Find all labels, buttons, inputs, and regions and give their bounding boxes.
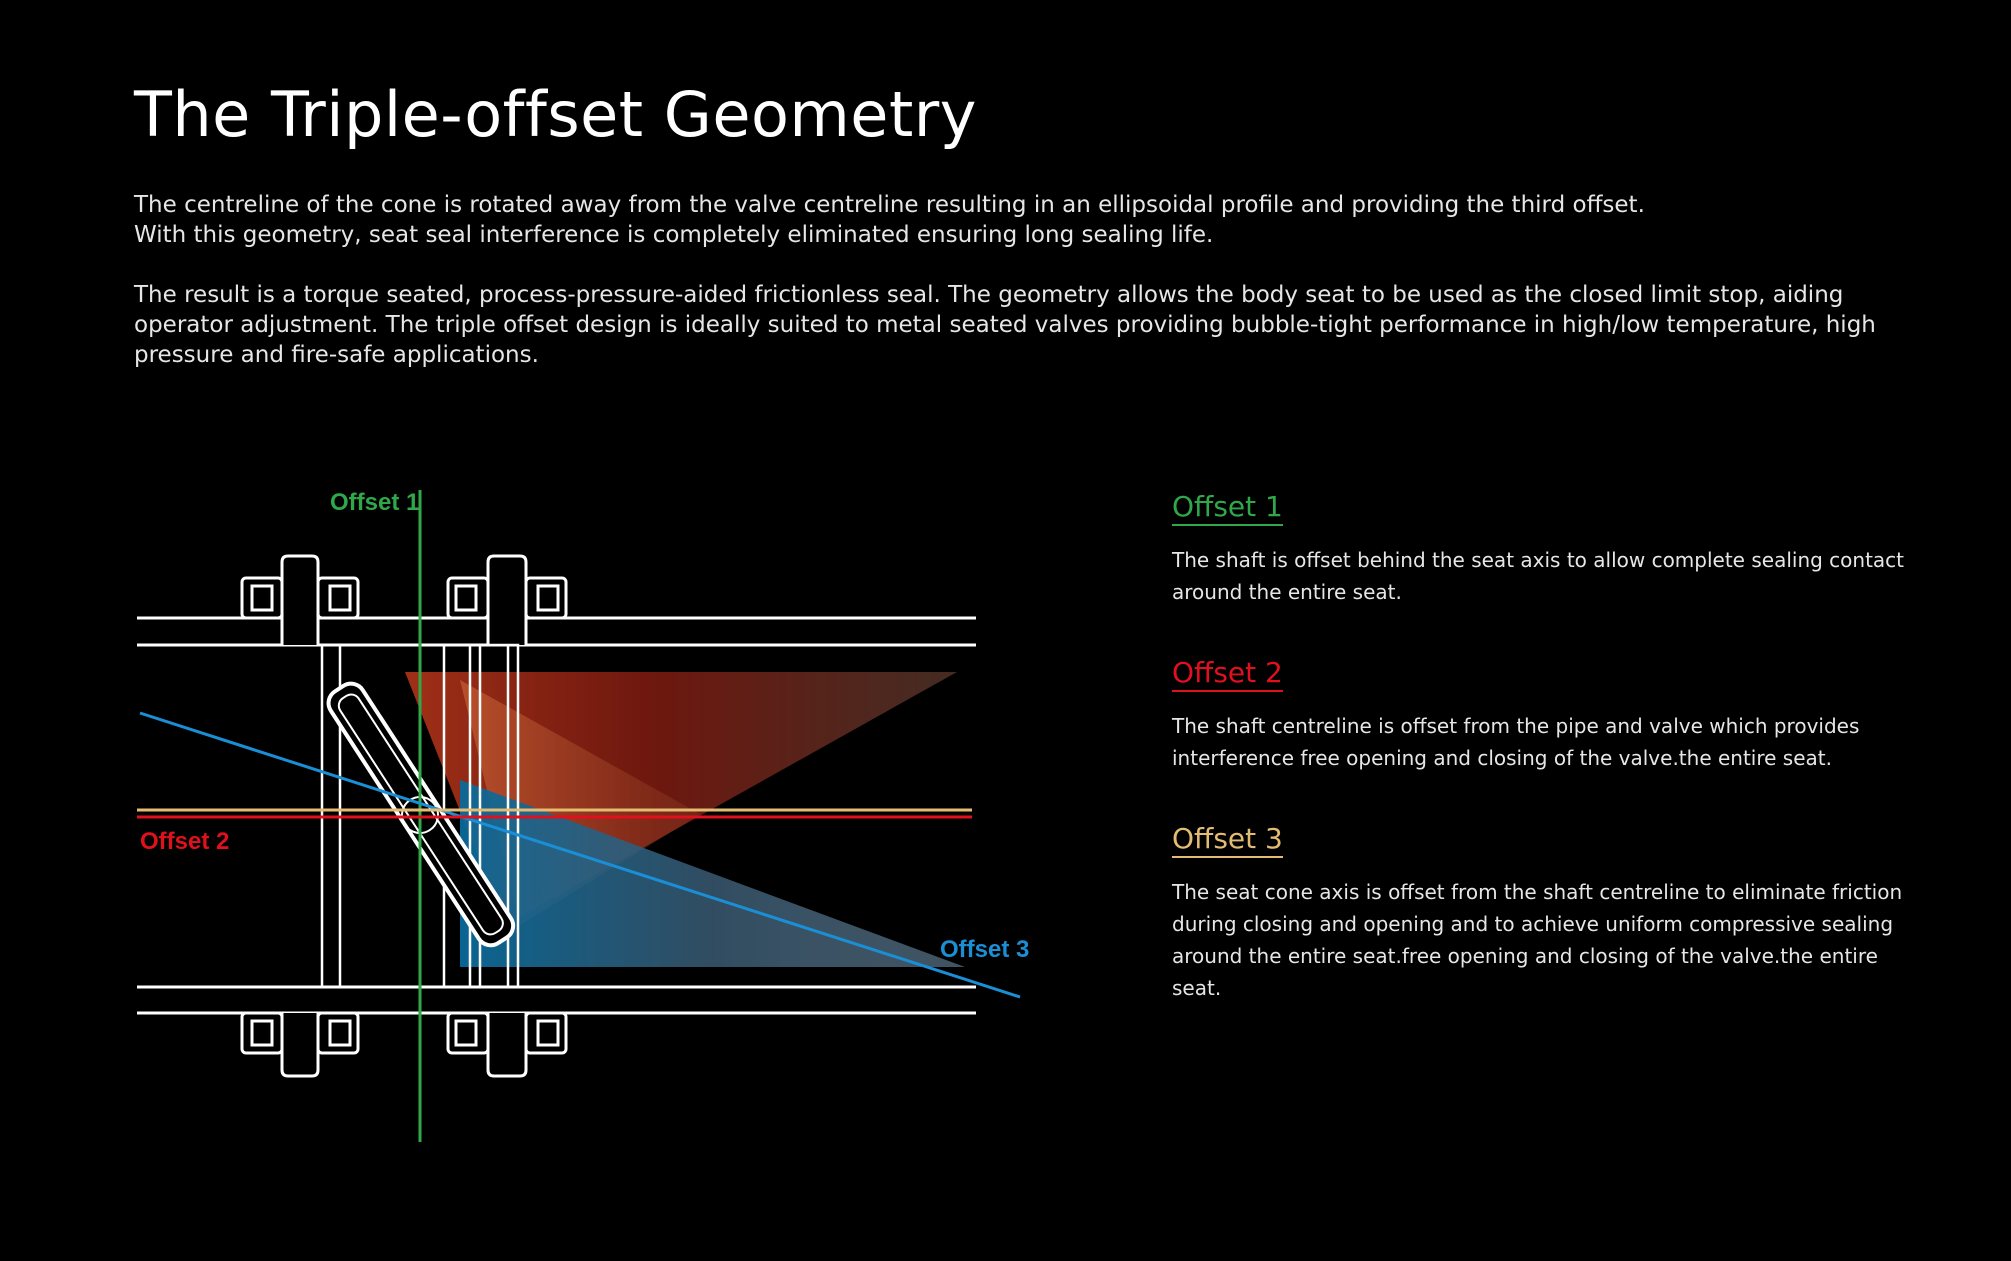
- page-title: The Triple-offset Geometry: [134, 78, 977, 151]
- intro-paragraph-1: The centreline of the cone is rotated aw…: [134, 192, 1645, 248]
- offset-3-cone-line: [139, 711, 1021, 999]
- offset-legend: Offset 1 The shaft is offset behind the …: [1172, 490, 1932, 1052]
- triple-offset-diagram: Offset 1 Offset 2 Offset 3: [0, 470, 1100, 1170]
- top-flanges: [240, 554, 568, 645]
- offset-1-description: The shaft is offset behind the seat axis…: [1172, 548, 1905, 604]
- intro-paragraph-2: The result is a torque seated, process-p…: [134, 282, 1876, 368]
- offset-1-heading: Offset 1: [1172, 490, 1283, 526]
- offset-2-item: Offset 2 The shaft centreline is offset …: [1172, 656, 1932, 774]
- offset-3-description: The seat cone axis is offset from the sh…: [1172, 880, 1903, 1000]
- intro-text: The centreline of the cone is rotated aw…: [134, 190, 1934, 370]
- offset-3-item: Offset 3 The seat cone axis is offset fr…: [1172, 822, 1932, 1004]
- offset-2-heading: Offset 2: [1172, 656, 1283, 692]
- offset-shading: [405, 672, 965, 967]
- bottom-flanges: [240, 1011, 568, 1078]
- offset-3-heading: Offset 3: [1172, 822, 1283, 858]
- diagram-label-offset-1: Offset 1: [330, 489, 419, 516]
- offset-lines: [137, 490, 1021, 1142]
- diagram-label-offset-2: Offset 2: [140, 828, 229, 855]
- blue-cone-region: [460, 780, 965, 967]
- offset-1-item: Offset 1 The shaft is offset behind the …: [1172, 490, 1932, 608]
- diagram-label-offset-3: Offset 3: [940, 936, 1029, 963]
- offset-2-description: The shaft centreline is offset from the …: [1172, 714, 1860, 770]
- valve-diagram-svg: Offset 1 Offset 2 Offset 3: [137, 489, 1029, 1142]
